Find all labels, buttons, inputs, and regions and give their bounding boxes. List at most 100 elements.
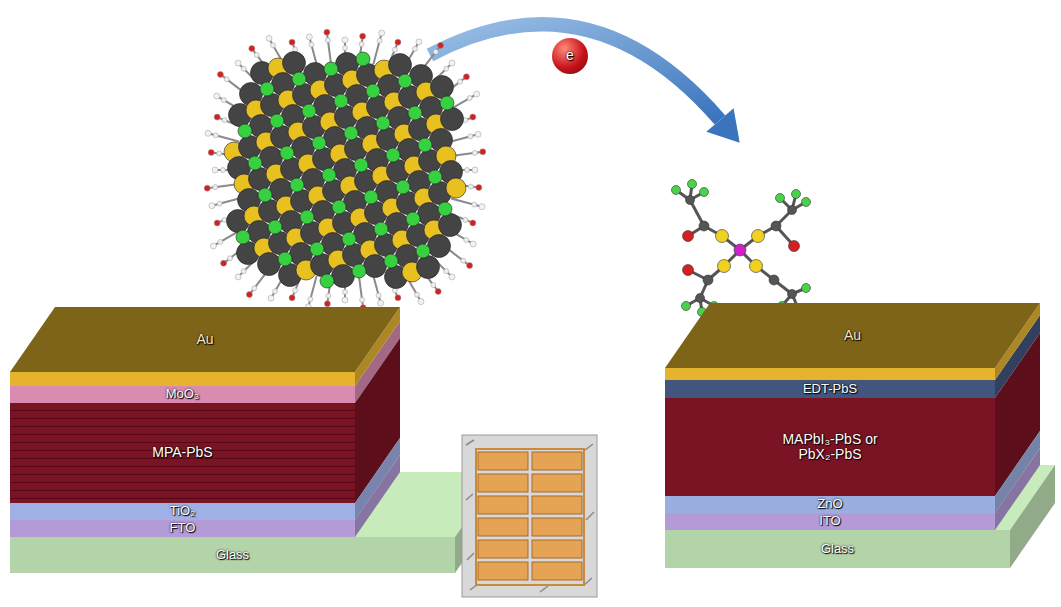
crystal-atom	[416, 244, 430, 258]
ligand-atom	[479, 204, 485, 210]
ligand-atom	[472, 202, 477, 207]
ligand-atom	[444, 269, 449, 274]
carbon-atom	[771, 221, 781, 231]
crystal-atom	[278, 252, 292, 266]
oxygen-atom	[683, 231, 694, 242]
stack-faces	[10, 307, 500, 573]
ligand-atom	[416, 39, 422, 45]
ligand-atom	[343, 46, 348, 51]
ligand-atom	[468, 134, 473, 139]
oxide-layer: MoO₃	[10, 386, 355, 403]
ligand-atom	[449, 274, 455, 280]
ligand-chain	[451, 198, 482, 206]
ligand-atom	[252, 286, 257, 291]
ligand-atom	[214, 220, 220, 226]
ligand-atom	[222, 118, 227, 123]
crystal-atom	[270, 114, 284, 128]
ligands	[204, 29, 486, 311]
arrow-body	[430, 24, 720, 120]
crystal-atom	[438, 202, 452, 216]
ligand-atom	[204, 185, 210, 191]
device-photo	[462, 435, 597, 597]
ligand-chain	[373, 33, 381, 64]
crystal-atom	[428, 170, 442, 184]
fluorine-atom	[776, 194, 785, 203]
ligand-molecule	[672, 180, 811, 317]
fluorine-atom	[802, 198, 811, 207]
crystal-atom	[428, 235, 451, 258]
glass-substrate: Glass	[665, 530, 1010, 568]
crystal-atom	[376, 116, 390, 130]
crystal-atom	[342, 232, 356, 246]
ligand-atom	[221, 168, 226, 173]
crystal-atom	[406, 212, 420, 226]
ligand-atom	[343, 290, 348, 295]
ligand-atom	[221, 260, 227, 266]
crystal-atom	[258, 253, 281, 276]
ligand-atom	[224, 77, 229, 82]
electrode-pad	[478, 518, 528, 536]
nanocrystal-atoms	[224, 52, 466, 289]
crystal-atom	[398, 74, 412, 88]
fluorine-atom	[688, 180, 697, 189]
ligand-atom	[412, 46, 417, 51]
fluorine-atom	[700, 188, 709, 197]
electrode-layer: ITO	[665, 513, 995, 530]
crystal-atom	[356, 52, 370, 66]
ligand-atom	[392, 47, 397, 52]
ligand-atom	[324, 301, 330, 307]
crystal-atom	[408, 106, 422, 120]
crystal-atom	[280, 146, 294, 160]
ligand-atom	[214, 114, 220, 120]
ligand-atom	[289, 39, 295, 45]
layer-label: MPA-PbS	[152, 445, 212, 460]
crystal-atom	[300, 210, 314, 224]
ligand-atom	[464, 237, 469, 242]
crystal-atom	[283, 52, 306, 75]
quantum-dot-layer: MAPbI₃-PbS or PbX₂-PbS	[665, 398, 995, 496]
crystal-atom	[310, 242, 324, 256]
electrode-pad	[532, 452, 582, 470]
crystal-atom	[260, 82, 274, 96]
ligand-atom	[431, 283, 436, 288]
electrode-pad	[532, 496, 582, 514]
lead-atom	[734, 244, 746, 256]
ligand-atom	[218, 239, 223, 244]
ligand-atom	[395, 39, 401, 45]
fluorine-atom	[682, 302, 691, 311]
ligand-atom	[472, 167, 478, 173]
ligand-atom	[438, 42, 444, 48]
ligand-atom	[227, 256, 232, 261]
fluorine-atom	[672, 186, 681, 195]
ligand-atom	[205, 130, 211, 136]
ligand-atom	[254, 52, 259, 57]
crystal-atom	[364, 255, 387, 278]
ligand-atom	[377, 38, 382, 43]
crystal-atom	[386, 148, 400, 162]
quantum-dot	[204, 29, 486, 311]
ligand-atom	[326, 293, 331, 298]
electrode-pads	[478, 452, 582, 580]
crystal-atom	[292, 72, 306, 86]
ligand-atom	[472, 150, 477, 155]
electrode-pad	[478, 540, 528, 558]
carbon-atom	[788, 206, 797, 215]
layer-label: EDT-PbS	[803, 382, 857, 396]
ligand-atom	[395, 295, 401, 301]
crystal-atom	[322, 168, 336, 182]
ligand-atom	[217, 71, 223, 77]
ligand-atom	[461, 258, 466, 263]
ligand-atom	[379, 30, 385, 36]
ligand-atom	[463, 74, 469, 80]
transfer-arrow	[430, 24, 740, 142]
ligand-atom	[465, 168, 470, 173]
ligand-atom	[217, 201, 222, 206]
ligand-atom	[235, 274, 241, 280]
ligand-atom	[266, 35, 272, 41]
ligand-atom	[268, 295, 274, 301]
layer-label: ZnO	[817, 497, 842, 511]
carbon-atom	[696, 294, 705, 303]
ligand-atom	[213, 185, 218, 190]
crystal-atom	[354, 158, 368, 172]
